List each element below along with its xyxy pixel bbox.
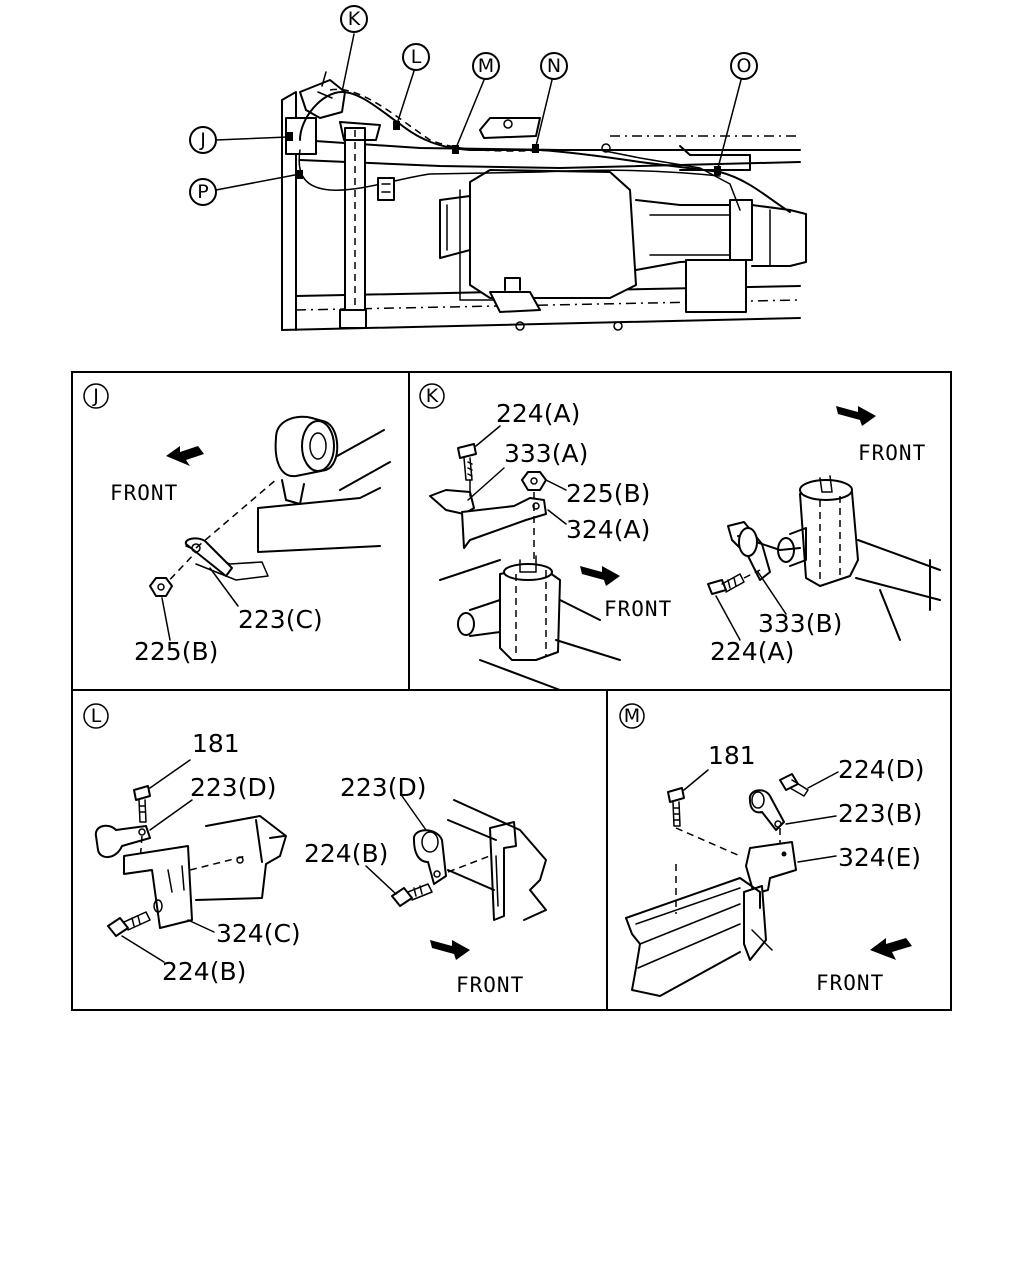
front-arrow-icon — [870, 938, 912, 960]
panel-m-label-2: 223(B) — [838, 799, 922, 828]
callout-l-letter: L — [411, 46, 422, 68]
panel-j-front: FRONT — [110, 481, 178, 505]
panel-l-label-4: 223(D) — [340, 773, 426, 802]
panel-l-label-0: 181 — [192, 729, 240, 758]
callout-l: L — [396, 43, 430, 125]
panel-l-label-3: 224(B) — [162, 957, 246, 986]
panel-k-label-4: 333(B) — [758, 609, 842, 638]
panel-k-front-top: FRONT — [858, 441, 926, 465]
panel-m: M FRONT 181 224(D) 223(B) — [606, 689, 952, 1011]
panel-k: K FRONT FRONT — [408, 371, 952, 691]
callout-n: N — [535, 52, 568, 147]
callout-j-letter: J — [199, 129, 206, 151]
panel-j: J FRONT 223(C) 225(B) — [71, 371, 410, 691]
callout-p-letter: P — [197, 181, 208, 203]
callout-p: P — [189, 173, 301, 206]
front-arrow-icon — [836, 406, 876, 426]
panel-m-label-3: 324(E) — [838, 843, 921, 872]
panel-m-label-0: 181 — [708, 741, 756, 770]
panel-l-label-5: 224(B) — [304, 839, 388, 868]
panel-k-label-2: 225(B) — [566, 479, 650, 508]
panel-m-front: FRONT — [816, 971, 884, 995]
panel-k-letter: K — [426, 385, 439, 407]
callout-k: K — [340, 5, 368, 93]
panel-k-label-0: 224(A) — [496, 399, 580, 428]
panel-k-label-1: 333(A) — [504, 439, 588, 468]
panel-l-label-1: 223(D) — [190, 773, 276, 802]
panel-m-label-1: 224(D) — [838, 755, 924, 784]
callout-o-letter: O — [737, 55, 752, 77]
panel-k-front-mid: FRONT — [604, 597, 672, 621]
panel-j-letter: J — [92, 385, 99, 407]
panel-l-label-2: 324(C) — [216, 919, 301, 948]
panel-k-label-3: 324(A) — [566, 515, 650, 544]
panel-l: L — [71, 689, 608, 1011]
callout-k-letter: K — [348, 8, 361, 30]
callout-m: M — [455, 52, 500, 149]
chassis-overview — [281, 71, 807, 331]
panel-j-label-1: 225(B) — [134, 637, 218, 666]
front-arrow-icon — [166, 446, 204, 466]
callout-m-letter: M — [478, 55, 494, 77]
callout-j: J — [189, 126, 289, 154]
panel-l-letter: L — [91, 705, 102, 727]
panel-j-label-0: 223(C) — [238, 605, 323, 634]
front-arrow-icon — [430, 940, 470, 960]
panel-m-letter: M — [624, 705, 640, 727]
panel-k-label-5: 224(A) — [710, 637, 794, 666]
front-arrow-icon — [580, 566, 620, 586]
panel-l-front: FRONT — [456, 973, 524, 997]
callout-n-letter: N — [547, 55, 561, 77]
callout-o: O — [717, 52, 758, 169]
